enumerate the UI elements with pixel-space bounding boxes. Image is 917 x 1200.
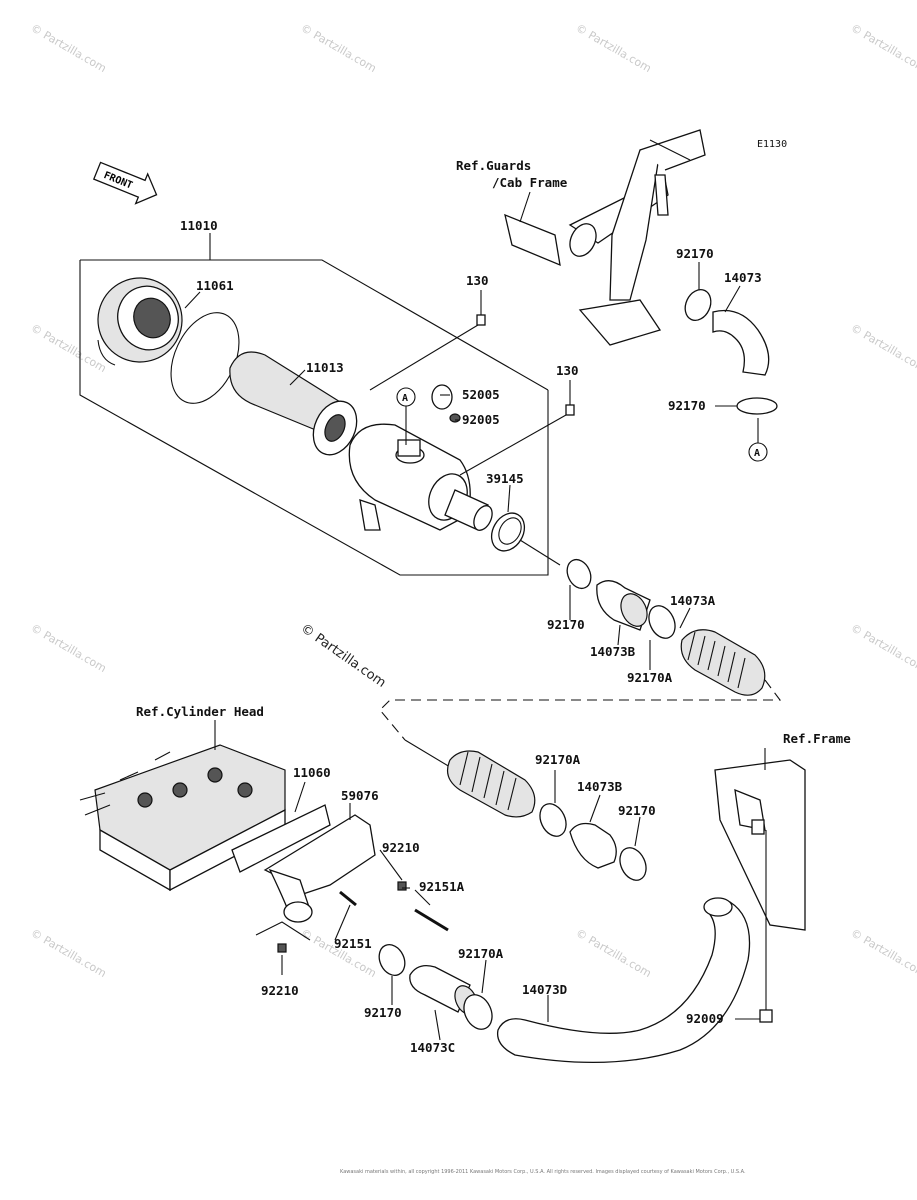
elbow-hose — [712, 309, 770, 376]
leader-line — [255, 921, 311, 941]
callout-a: A — [748, 442, 768, 462]
part-label: 92170A — [535, 752, 581, 767]
svg-text:Ref.Guards: Ref.Guards — [456, 158, 531, 173]
rubber-boot — [569, 822, 617, 869]
hose-clamp — [566, 558, 592, 590]
hose-clamp — [619, 847, 647, 881]
part-label: 14073C — [410, 1040, 455, 1055]
connector-line — [404, 739, 456, 771]
watermark: © Partzilla.com — [574, 21, 654, 75]
hose-clamp — [648, 605, 676, 639]
bolt — [339, 890, 357, 907]
part-label: 92170A — [627, 670, 673, 685]
hose-clamp — [736, 397, 778, 415]
hose-clamp — [684, 288, 712, 322]
part-label: 52005 — [462, 387, 500, 402]
part-label: 14073A — [670, 593, 716, 608]
part-label: 14073D — [522, 982, 567, 997]
hose-clamp — [378, 943, 406, 977]
air-cleaner-housing — [348, 423, 493, 531]
ref-guards-label: Ref.Guards /Cab Frame — [456, 158, 568, 190]
air-cleaner-cap — [97, 277, 183, 366]
part-label: 92170 — [618, 803, 656, 818]
front-arrow-icon: FRONT — [92, 161, 158, 205]
copyright-footer: Kawasaki materials within, all copyright… — [340, 1169, 746, 1175]
part-label: 92170A — [458, 946, 504, 961]
guard-frame — [504, 129, 706, 346]
watermark: © Partzilla.com — [29, 621, 109, 675]
part-label: 130 — [466, 273, 489, 288]
ref-cylinder-head-label: Ref.Cylinder Head — [136, 704, 264, 719]
rubber-boot — [596, 580, 651, 631]
part-label: 14073B — [590, 644, 636, 659]
watermark: © Partzilla.com — [29, 321, 109, 375]
bolt — [565, 404, 575, 416]
watermark: © Partzilla.com — [849, 621, 917, 675]
watermark: © Partzilla.com — [29, 21, 109, 75]
watermark: © Partzilla.com — [29, 926, 109, 980]
part-label: 92170 — [668, 398, 706, 413]
leader-line — [519, 191, 531, 223]
part-label: 39145 — [486, 471, 524, 486]
intake-manifold — [263, 814, 376, 923]
part-label: 92151A — [419, 879, 465, 894]
connector-line — [379, 679, 782, 741]
part-label: 14073B — [577, 779, 623, 794]
part-label: 92210 — [261, 983, 299, 998]
bolt — [414, 908, 449, 932]
part-label: 92170 — [547, 617, 585, 632]
cylinder-head — [79, 744, 286, 892]
part-label: 92009 — [686, 1011, 724, 1026]
watermark: © Partzilla.com — [849, 321, 917, 375]
air-cleaner-assembly-bracket — [79, 233, 549, 576]
diagram-code: E1130 — [757, 139, 787, 150]
part-label: 92170 — [364, 1005, 402, 1020]
svg-text:A: A — [754, 448, 760, 459]
part-label: 11060 — [293, 765, 331, 780]
watermark: © Partzilla.com — [574, 926, 654, 980]
watermark-center: © Partzilla.com — [298, 621, 389, 691]
ref-frame-label: Ref.Frame — [783, 731, 851, 746]
connector-ring — [490, 512, 526, 552]
part-labels: 11010 11061 11013 130 130 52005 92005 39… — [180, 218, 762, 1055]
part-label: 11013 — [306, 360, 344, 375]
callout-a: A — [396, 387, 416, 407]
nut — [397, 881, 407, 891]
bolt — [476, 314, 486, 326]
nut — [277, 943, 287, 953]
bellows-hose — [447, 750, 536, 818]
air-filter-element — [229, 351, 358, 456]
manifold-gasket — [231, 804, 331, 873]
intake-pipe — [496, 897, 751, 1064]
leader-lines — [184, 262, 760, 1041]
watermark: © Partzilla.com — [849, 926, 917, 980]
svg-text:/Cab Frame: /Cab Frame — [492, 175, 568, 190]
part-label: 92210 — [382, 840, 420, 855]
part-label: 92170 — [676, 246, 714, 261]
watermark: © Partzilla.com — [299, 21, 379, 75]
watermark: © Partzilla.com — [849, 21, 917, 75]
hose-clamp — [539, 803, 567, 837]
part-label: 11010 — [180, 218, 218, 233]
part-label: 59076 — [341, 788, 379, 803]
part-label: 11061 — [196, 278, 234, 293]
part-label: 92005 — [462, 412, 500, 427]
evacuator-valve — [431, 384, 461, 423]
bellows-hose — [680, 629, 766, 696]
frame-section — [714, 759, 806, 1023]
svg-text:A: A — [402, 393, 408, 404]
part-label: 92151 — [334, 936, 372, 951]
part-label: 130 — [556, 363, 579, 378]
watermark: © Partzilla.com — [299, 926, 379, 980]
hose-clamp — [463, 994, 493, 1030]
part-label: 14073 — [724, 270, 762, 285]
